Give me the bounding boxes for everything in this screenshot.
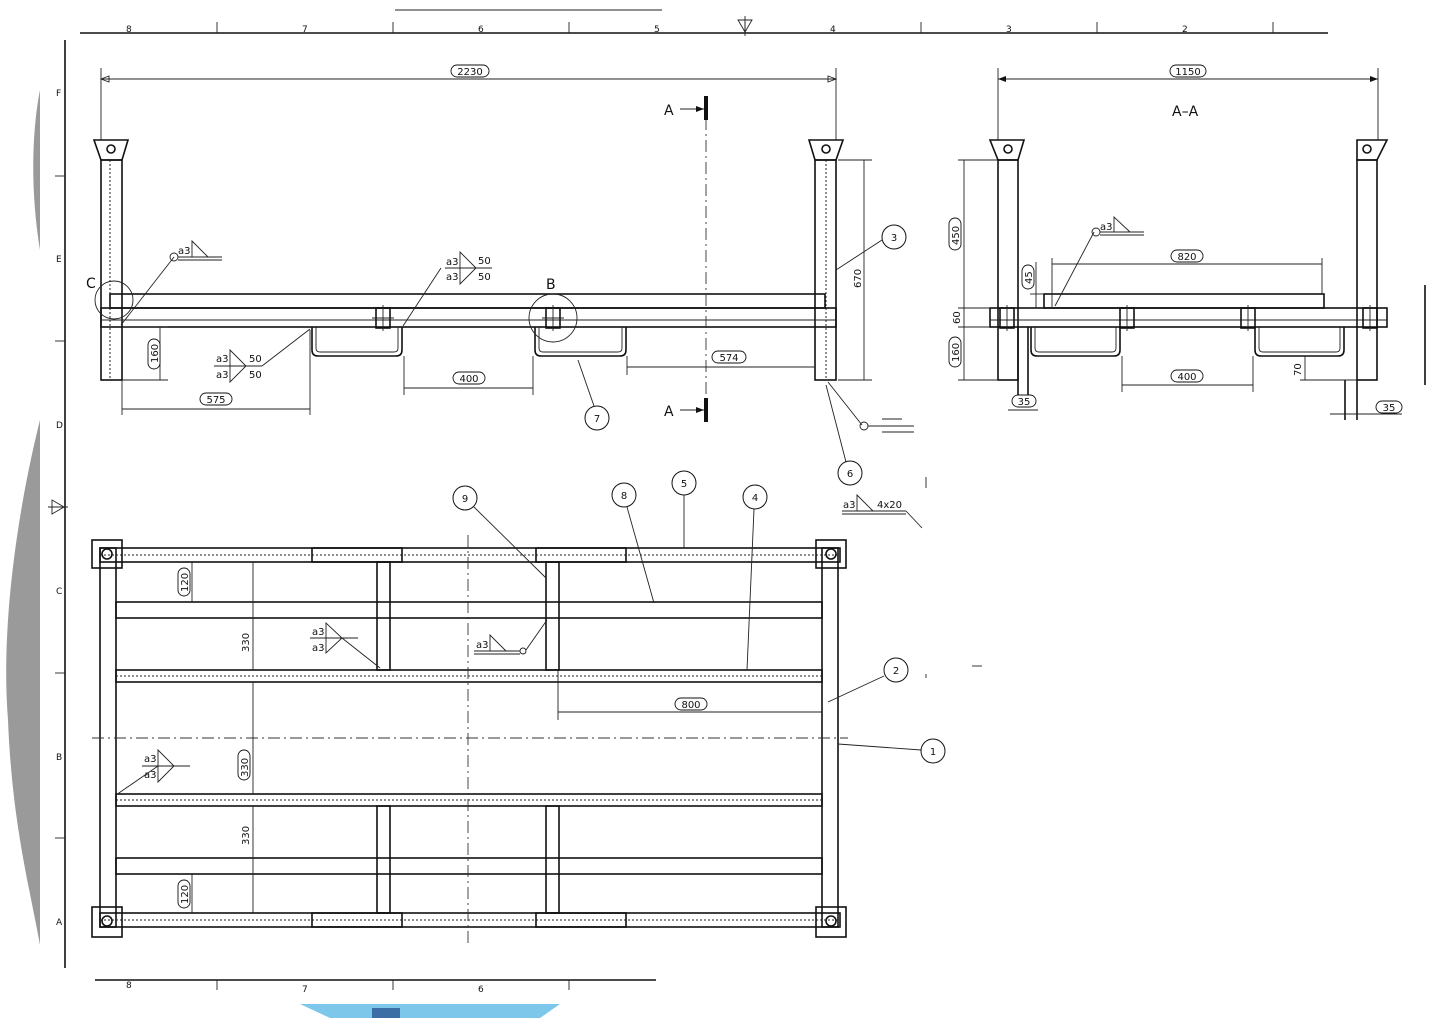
zone-side-F: F [56,89,61,99]
section-weld-a3: a3 [1100,222,1113,233]
plan-dim-120-bottom: 120 [180,885,191,904]
section-dim-overall: 1150 [1175,67,1200,78]
balloon-5: 5 [681,479,687,490]
plan-weld-a3-4x20: a3 [843,500,856,511]
front-weld-a3-left: a3 [178,246,191,257]
front-dim-rail: 160 [150,344,161,363]
plan-dim-330-b: 330 [240,758,251,777]
side-zone-ticks [55,175,65,839]
balloon-8: 8 [621,491,627,502]
front-weld-50-left2-bottom: 50 [249,370,262,381]
zone-top-2: 2 [1182,25,1188,35]
centering-mark-top-icon [737,16,753,36]
front-view: 2230 C B A [86,64,914,486]
plan-weld-a3-right: a3 [476,640,489,651]
zone-bottom-6: 6 [478,985,484,995]
section-dim-45: 45 [1024,271,1035,284]
plan-dim-330-a: 330 [241,633,252,652]
plan-weld-a3-mid-top: a3 [312,627,325,638]
scan-shadow-top [33,90,40,250]
front-weld-50-left2-top: 50 [249,354,262,365]
section-dim-450: 450 [951,226,962,245]
front-weld-50-mid-bottom: 50 [478,272,491,283]
zone-top-4: 4 [830,25,836,35]
zone-bottom-8: 8 [126,981,132,991]
balloon-7: 7 [594,414,600,425]
front-dim-left: 575 [206,395,225,406]
scan-artifact-patch [372,1008,400,1018]
scan-shadow-main [6,420,40,945]
section-dim-35-left: 35 [1018,397,1031,408]
plan-weld-4x20: 4x20 [877,500,902,511]
plan-dim-120-top: 120 [180,573,191,592]
balloon-6: 6 [847,469,853,480]
balloon-3: 3 [891,233,897,244]
section-dim-160: 160 [951,343,962,362]
scan-artifact-bottom [300,1004,560,1018]
section-title: A–A [1172,104,1199,120]
zone-bottom-7: 7 [302,985,308,995]
front-weld-a3-mid-top: a3 [446,257,459,268]
plan-view: 120 330 330 330 120 800 a3 a3 a3 [91,470,982,943]
section-view: A–A 1150 [948,64,1403,420]
balloon-1: 1 [930,747,936,758]
front-weld-a3-mid-bottom: a3 [446,272,459,283]
front-weld-a3-left2-bottom: a3 [216,370,229,381]
front-dim-right: 574 [719,353,738,364]
front-section-mark-top: A [664,103,674,119]
zone-side-A: A [56,918,63,928]
front-weld-a3-left2-top: a3 [216,354,229,365]
zone-top-5: 5 [654,25,660,35]
section-dim-400: 400 [1177,372,1196,383]
front-weld-50-mid-top: 50 [478,256,491,267]
bottom-zone-ticks [216,980,570,990]
centering-mark-left-icon [48,499,68,515]
zone-side-D: D [56,421,63,431]
zone-side-B: B [56,753,62,763]
plan-dim-800: 800 [681,700,700,711]
plan-weld-a3-left-bottom: a3 [144,770,157,781]
plan-dim-330-c: 330 [241,826,252,845]
zone-top-3: 3 [1006,25,1012,35]
balloon-2: 2 [893,666,899,677]
plan-weld-a3-mid-bottom: a3 [312,643,325,654]
plan-weld-a3-left-top: a3 [144,754,157,765]
zone-top-8: 8 [126,25,132,35]
front-detail-b: B [546,277,556,293]
section-dim-35-right: 35 [1383,403,1396,414]
front-section-mark-bottom: A [664,404,674,420]
zone-side-C: C [56,587,62,597]
front-dim-height: 670 [853,269,864,288]
front-detail-c: C [86,276,96,292]
zone-side-E: E [56,255,62,265]
section-dim-60: 60 [952,311,963,324]
zone-top-6: 6 [478,25,484,35]
section-dim-820: 820 [1177,252,1196,263]
balloon-9: 9 [462,494,468,505]
section-dim-70: 70 [1293,363,1304,376]
front-dim-overall: 2230 [457,67,482,78]
balloon-4: 4 [752,493,758,504]
zone-top-7: 7 [302,25,308,35]
front-dim-gap: 400 [459,374,478,385]
